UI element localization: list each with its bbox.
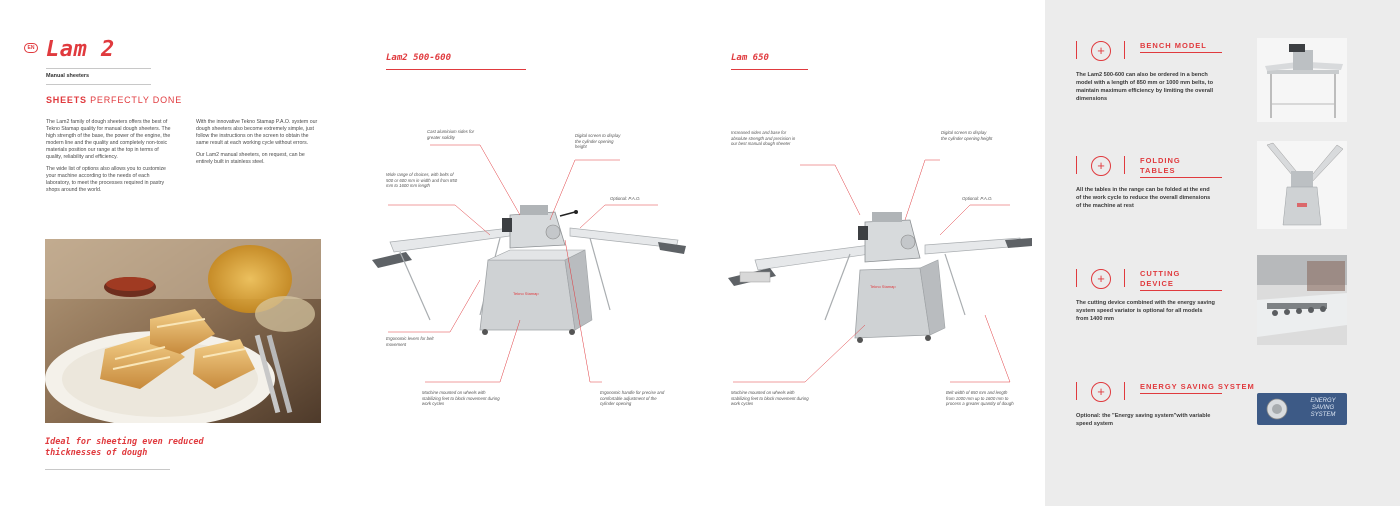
cutting-device-image (1257, 255, 1347, 345)
callout-wheels: Machine mounted on wheels with stabilizi… (731, 390, 809, 407)
feature-desc-energy-saving: Optional: the "Energy saving system"with… (1076, 413, 1211, 427)
folding-tables-image (1257, 141, 1347, 229)
language-badge: EN (24, 43, 38, 53)
callout-ergonomic-handle: Ergonomic handle for precise and comfort… (600, 390, 665, 407)
page-title: Lam 2 (46, 37, 115, 62)
callout-leaders-1 (388, 144, 658, 383)
brand-label: Tekno Stamap (513, 291, 539, 296)
plus-icon[interactable]: + (1091, 41, 1111, 61)
intro-column-2: With the innovative Tekno Stamap P.A.O. … (196, 119, 318, 165)
feature-bar (1124, 41, 1125, 59)
badge-line: SAVING (1311, 405, 1335, 411)
divider (46, 84, 151, 85)
energy-saving-badge: ENERGY SAVING SYSTEM (1257, 393, 1347, 425)
callout-belt-width: Belt width of 650 mm and length from 100… (946, 390, 1014, 407)
plus-icon[interactable]: + (1091, 269, 1111, 289)
title-underline (1140, 290, 1222, 291)
photo-caption: Ideal for sheeting even reduced thicknes… (45, 437, 204, 458)
badge-line: ENERGY (1310, 398, 1336, 404)
divider (46, 68, 151, 69)
title-underline (1140, 52, 1222, 53)
bench-model-image (1257, 38, 1347, 122)
feature-bar (1076, 269, 1077, 287)
callout-wheels: Machine mounted on wheels with stabilizi… (422, 390, 500, 407)
callout-pao: Optional: P.A.O. (962, 196, 993, 201)
intro-column-1: The Lam2 family of dough sheeters offers… (46, 119, 171, 193)
machine-illustration-lam2-500-600: Tekno Stamap (372, 205, 686, 335)
callout-belt-range: Wide range of choices, with belts of 500… (386, 172, 458, 189)
feature-desc-bench-model: The Lam2 500-600 can also be ordered in … (1076, 72, 1214, 102)
callout-digital-screen: Digital screen to display the cylinder o… (941, 130, 993, 141)
feature-desc-cutting-device: The cutting device combined with the ene… (1076, 300, 1215, 322)
machine-heading-lam2-500-600: Lam2 500-600 (386, 53, 452, 63)
callout-cast-aluminium: Cast aluminium sides for greater solidit… (427, 129, 475, 140)
section-heading: SHEETS PERFECTLY DONE (46, 95, 183, 105)
feature-title-bench-model: BENCH MODEL (1140, 41, 1207, 50)
feature-bar (1124, 156, 1125, 174)
callout-pao: Optional: P.A.O. (610, 196, 641, 201)
pastry-photo (45, 239, 321, 423)
title-underline (1140, 393, 1222, 394)
badge-line: SYSTEM (1310, 412, 1336, 418)
page-subtitle: Manual sheeters (46, 73, 90, 79)
callout-leaders-2 (733, 159, 1011, 383)
heading-underline (386, 69, 526, 70)
callout-digital-screen: Digital screen to display the cylinder o… (575, 133, 621, 150)
plus-icon[interactable]: + (1091, 382, 1111, 402)
feature-bar (1076, 41, 1077, 59)
callout-increased-sides: Increased sides and base for absolute st… (731, 130, 796, 147)
feature-bar (1076, 382, 1077, 400)
title-underline (1140, 177, 1222, 178)
feature-desc-folding-tables: All the tables in the range can be folde… (1076, 187, 1211, 209)
feature-bar (1076, 156, 1077, 174)
plus-icon[interactable]: + (1091, 156, 1111, 176)
callout-ergonomic-levers: Ergonomic levers for belt movement (386, 336, 434, 347)
machine-illustration-lam-650: Tekno Stamap (728, 212, 1032, 343)
divider (45, 469, 170, 470)
feature-bar (1124, 382, 1125, 400)
machine-heading-lam-650: Lam 650 (731, 53, 769, 63)
brand-label: Tekno Stamap (870, 284, 896, 289)
feature-title-energy-saving: ENERGY SAVING SYSTEM (1140, 382, 1255, 391)
heading-underline (731, 69, 808, 70)
feature-bar (1124, 269, 1125, 287)
